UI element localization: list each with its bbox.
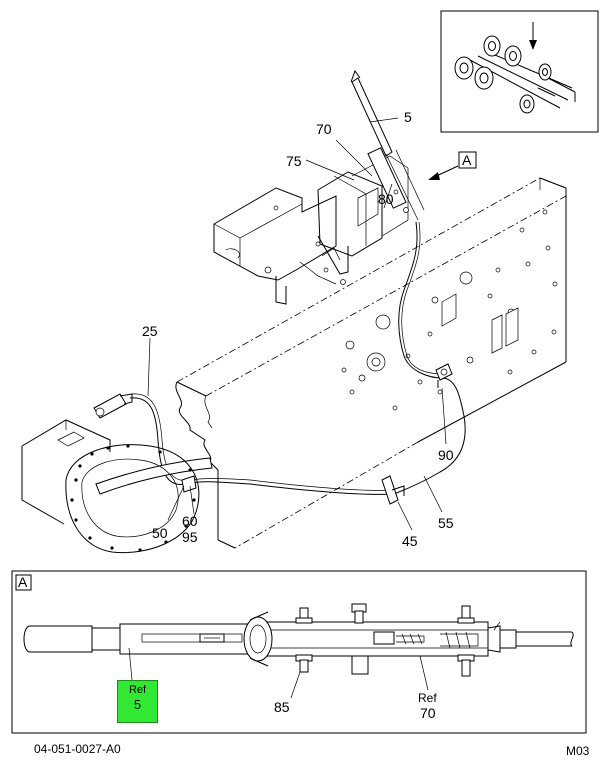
truck-chassis-icon [454, 35, 576, 114]
leader-ref5 [128, 647, 133, 681]
callout-60: 60 [182, 513, 198, 529]
callout-50: 50 [152, 525, 168, 541]
detail-a-panel: A [11, 570, 587, 734]
detail-lever [23, 623, 251, 655]
callout-95: 95 [182, 529, 198, 545]
callout-90: 90 [438, 447, 454, 463]
down-arrow-icon [529, 22, 537, 50]
shift-lever [350, 69, 425, 221]
leader-85 [290, 671, 301, 699]
detail-tag-box [15, 574, 32, 591]
leader-lines [147, 117, 447, 531]
ref-5-label-line1: Ref [128, 684, 147, 696]
truck-thumbnail [440, 10, 599, 133]
view-a-pointer: A [428, 151, 477, 180]
callout-45: 45 [402, 533, 418, 549]
callout-55: 55 [438, 515, 454, 531]
callout-25: 25 [142, 323, 158, 339]
housing-bolts [70, 444, 196, 552]
callout-80: 80 [378, 191, 394, 207]
callout-5: 5 [404, 109, 412, 125]
thumbnail-frame [440, 10, 599, 133]
sheet-code: M03 [566, 744, 590, 758]
detail-tag-label: A [18, 574, 28, 590]
detail-clamp-assembly [243, 603, 574, 677]
callout-85: 85 [274, 699, 290, 715]
leader-ref70 [419, 655, 429, 691]
transmission-housing [21, 419, 200, 554]
frame-holes [341, 209, 558, 411]
ref70-label-line1: Ref [418, 691, 437, 705]
ref-5-link[interactable]: Ref 5 [117, 680, 158, 723]
frame-rail [175, 177, 567, 549]
shift-cable [93, 221, 466, 505]
view-tag-label: A [462, 152, 472, 168]
callout-70: 70 [316, 121, 332, 137]
shifter-bracket [213, 155, 409, 305]
view-tag-box [458, 151, 477, 169]
callout-75: 75 [286, 153, 302, 169]
detail-frame [11, 570, 587, 734]
ref-5-label-line2: 5 [133, 697, 142, 712]
drawing-number: 04-051-0027-A0 [34, 742, 121, 756]
ref70-label-line2: 70 [420, 705, 436, 721]
